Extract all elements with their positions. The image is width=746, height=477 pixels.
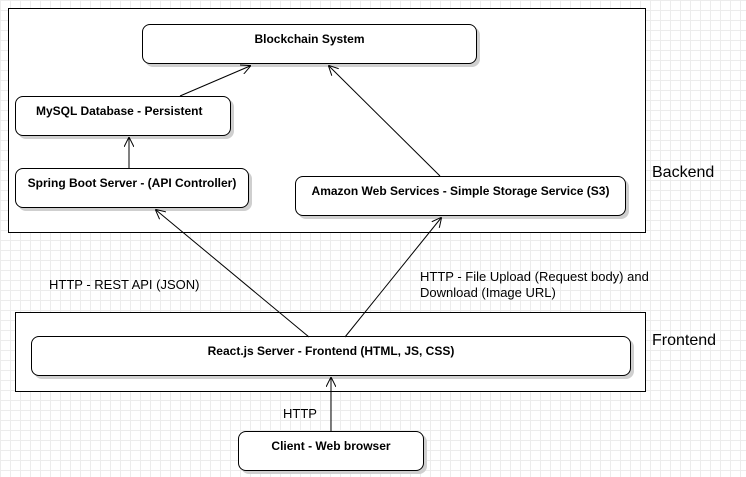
http-label: HTTP	[283, 406, 317, 421]
backend-label: Backend	[652, 164, 715, 181]
client-web-browser-node[interactable]: Client - Web browser	[238, 431, 424, 471]
spring-boot-server-node[interactable]: Spring Boot Server - (API Controller)	[15, 168, 249, 208]
react-server-node[interactable]: React.js Server - Frontend (HTML, JS, CS…	[31, 336, 631, 376]
blockchain-system-node[interactable]: Blockchain System	[142, 24, 477, 64]
rest-api-label: HTTP - REST API (JSON)	[49, 277, 200, 292]
aws-s3-node[interactable]: Amazon Web Services - Simple Storage Ser…	[295, 176, 626, 216]
file-upload-label-line2: Download (Image URL)	[420, 285, 556, 300]
mysql-database-node[interactable]: MySQL Database - Persistent	[15, 96, 231, 136]
file-upload-label-line1: HTTP - File Upload (Request body) and	[420, 269, 649, 284]
frontend-label: Frontend	[652, 332, 717, 349]
